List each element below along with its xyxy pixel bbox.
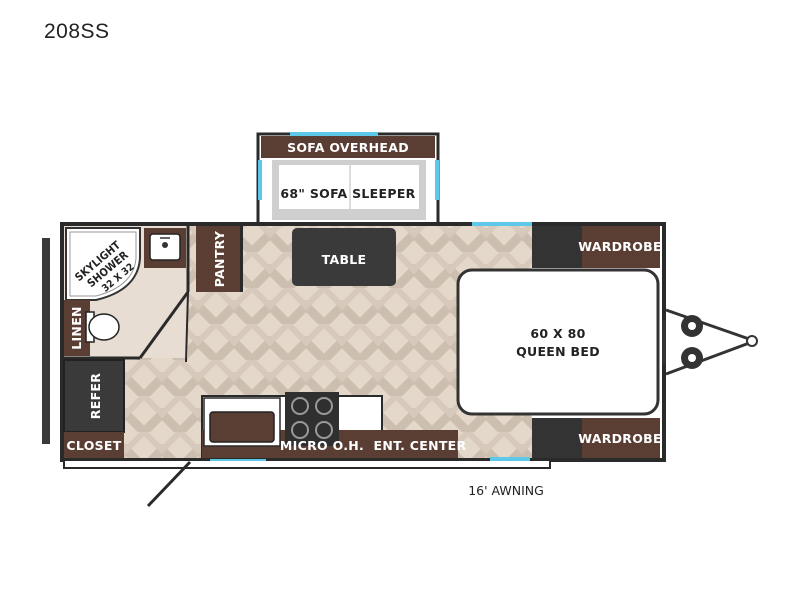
slide-out: SOFA OVERHEAD 68" SOFA SLEEPER <box>256 132 440 228</box>
queen-bed: 60 X 80 QUEEN BED <box>456 268 660 416</box>
linen-label: LINEN <box>69 306 84 350</box>
awning-label: 16' AWNING <box>468 483 544 498</box>
sofa-overhead-label: SOFA OVERHEAD <box>287 140 409 155</box>
wardrobe-bottom <box>582 418 660 458</box>
rear-bumper <box>42 238 50 444</box>
ent-center-label: ENT. CENTER <box>374 438 467 453</box>
pantry <box>196 226 242 292</box>
window-front-top <box>472 222 532 226</box>
slide-window-left <box>258 160 262 200</box>
awning-rail <box>63 459 551 469</box>
micro-label: MICRO O.H. <box>280 438 364 453</box>
closet-label: CLOSET <box>66 438 121 453</box>
hitch <box>662 308 758 376</box>
shower: SKYLIGHT SHOWER 32 X 32 <box>65 227 141 301</box>
slide-window-right <box>435 160 439 200</box>
slide-window-top <box>290 132 378 136</box>
sofa-overhead-cabinet <box>261 136 435 158</box>
toilet <box>85 311 120 343</box>
wardrobe-top-label: WARDROBE <box>578 239 662 254</box>
wardrobe-top <box>582 226 660 268</box>
closet <box>64 432 124 458</box>
pantry-label: PANTRY <box>212 230 227 287</box>
table <box>292 228 396 286</box>
wardrobe-bottom-label: WARDROBE <box>578 431 662 446</box>
sofa-sleeper-label: 68" SOFA SLEEPER <box>280 186 415 201</box>
entry-door <box>146 460 192 508</box>
bathroom-sink <box>144 228 186 268</box>
entertainment-center <box>382 430 458 458</box>
window-front-bottom <box>490 457 530 461</box>
table-label: TABLE <box>322 252 367 267</box>
refrigerator <box>64 360 124 432</box>
model-name: 208SS <box>44 20 110 43</box>
refer-label: REFER <box>88 373 103 419</box>
kitchen-counter: MICRO O.H. <box>201 392 383 459</box>
bath-door <box>138 291 190 359</box>
bed-type-label: QUEEN BED <box>516 344 600 359</box>
bed-size-label: 60 X 80 <box>530 326 585 341</box>
